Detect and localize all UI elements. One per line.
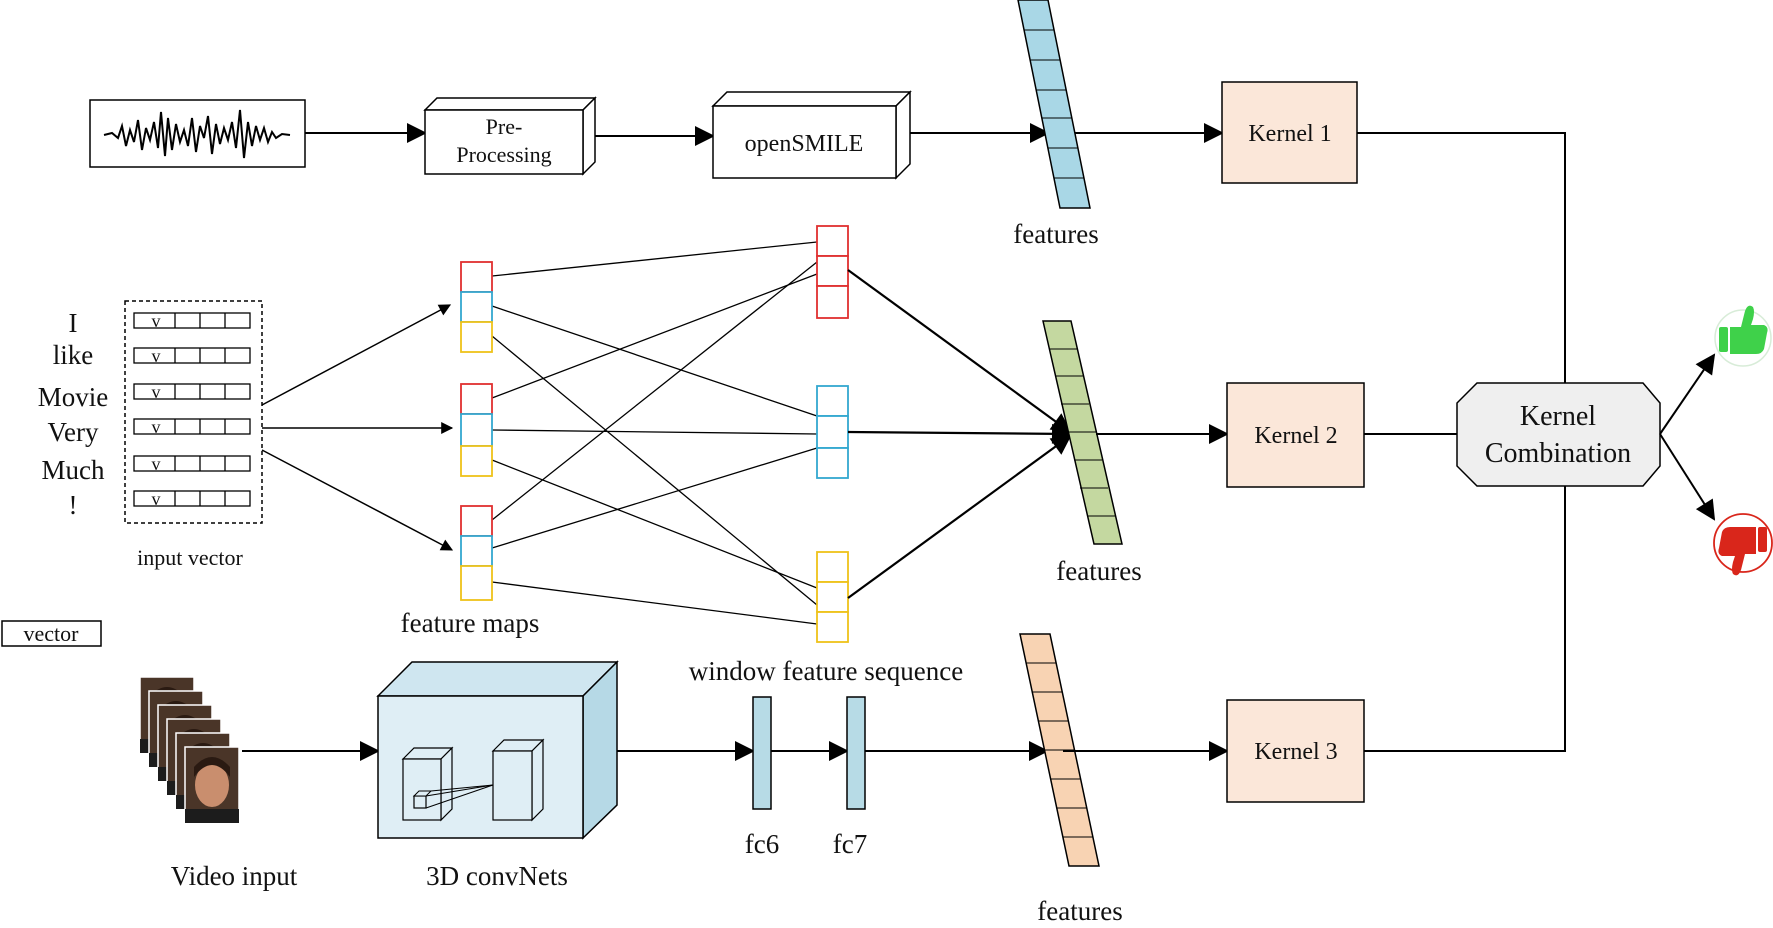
preprocessing-label-line1: Pre- xyxy=(486,114,523,139)
kernel3-to-combination-line xyxy=(1364,486,1566,752)
input-vector-row: v xyxy=(133,382,251,402)
audio-features-vector xyxy=(1017,0,1091,209)
feature-maps-label: feature maps xyxy=(401,608,540,638)
audio-branch: Pre- Processing openSMILE features xyxy=(89,0,1358,249)
opensmile-box: openSMILE xyxy=(711,90,912,180)
kernel-3-box xyxy=(1226,699,1365,803)
feature-maps xyxy=(460,261,493,601)
kernel-1-label: Kernel 1 xyxy=(1248,121,1331,147)
input-vector-cell-letter: v xyxy=(152,382,161,402)
preprocessing-box: Pre- Processing xyxy=(423,96,597,176)
combination-label-line2: Combination xyxy=(1485,438,1631,469)
text-features-label: features xyxy=(1056,556,1141,586)
opensmile-label: openSMILE xyxy=(745,131,864,157)
arrow-to-positive xyxy=(1659,353,1716,435)
kernel-2-box xyxy=(1226,382,1365,488)
audio-waveform-box xyxy=(89,99,306,168)
window-column-yellow xyxy=(816,551,849,643)
input-vector-cell-letter: v xyxy=(152,417,161,437)
kernel-2-label: Kernel 2 xyxy=(1254,423,1337,449)
convnets-cube xyxy=(376,660,619,840)
feature-map-3 xyxy=(460,505,493,601)
fc7-label: fc7 xyxy=(833,829,867,859)
legend-vector-label: vector xyxy=(24,621,80,646)
input-vector-cell-letter: v xyxy=(152,311,161,331)
arrow-window-cyan-to-features xyxy=(847,423,1072,444)
video-frame xyxy=(184,746,240,824)
input-vector-row: v xyxy=(133,346,251,366)
feature-map-1 xyxy=(460,261,493,353)
legend-vector-box xyxy=(1,620,102,647)
video-input-label: Video input xyxy=(171,861,298,891)
word-3: Movie xyxy=(38,382,109,412)
kernel-1-box xyxy=(1221,81,1358,184)
input-vector-row: v xyxy=(133,311,251,331)
arrow-window-red-to-features xyxy=(847,269,1072,434)
window-column-red xyxy=(816,225,849,319)
input-vector-box xyxy=(124,300,263,524)
input-vector-cell-letter: v xyxy=(152,489,161,509)
arrow-input-to-map-3 xyxy=(261,449,454,551)
video-frames xyxy=(139,676,240,824)
fc6-label: fc6 xyxy=(745,829,779,859)
preprocessing-label-line2: Processing xyxy=(456,142,551,167)
word-5: Much xyxy=(42,455,105,485)
input-vector-label: input vector xyxy=(137,545,243,570)
audio-features-label: features xyxy=(1013,219,1098,249)
video-branch: Video input 3D convNets fc6 fc7 xyxy=(139,633,1365,926)
text-features-vector xyxy=(1042,320,1123,545)
word-1: I xyxy=(69,308,78,338)
feature-map-connections xyxy=(491,241,818,625)
combination-box xyxy=(1456,382,1661,487)
sentence-words: I like Movie Very Much ! xyxy=(38,308,109,520)
kernel-combination: Kernel Combination xyxy=(1357,132,1716,752)
word-6: ! xyxy=(69,490,78,520)
video-features-label: features xyxy=(1037,896,1122,923)
thumbs-down-icon xyxy=(1713,513,1773,576)
convnets-label: 3D convNets xyxy=(426,861,568,891)
kernel-3-label: Kernel 3 xyxy=(1254,739,1337,765)
kernel1-to-combination-line xyxy=(1357,132,1566,383)
window-column-cyan xyxy=(816,385,849,479)
word-4: Very xyxy=(48,417,99,447)
window-feature-sequence xyxy=(816,225,849,643)
input-vector-cell-letter: v xyxy=(152,346,161,366)
arrow-window-yellow-to-features xyxy=(847,434,1072,599)
input-vector-row: v xyxy=(133,417,251,437)
fc6-layer xyxy=(752,696,772,810)
arrow-to-negative xyxy=(1659,433,1716,521)
combination-label-line1: Kernel xyxy=(1520,401,1596,432)
fc7-layer xyxy=(846,696,866,810)
window-feature-sequence-label: window feature sequence xyxy=(689,656,963,686)
feature-map-2 xyxy=(460,383,493,477)
arrow-input-to-map-1 xyxy=(261,304,452,406)
waveform-icon xyxy=(103,109,291,159)
input-vector-cell-letter: v xyxy=(152,454,161,474)
word-2: like xyxy=(53,340,94,370)
input-vector-row: v xyxy=(133,454,251,474)
input-vector-row: v xyxy=(133,489,251,509)
thumbs-up-icon xyxy=(1714,305,1772,367)
